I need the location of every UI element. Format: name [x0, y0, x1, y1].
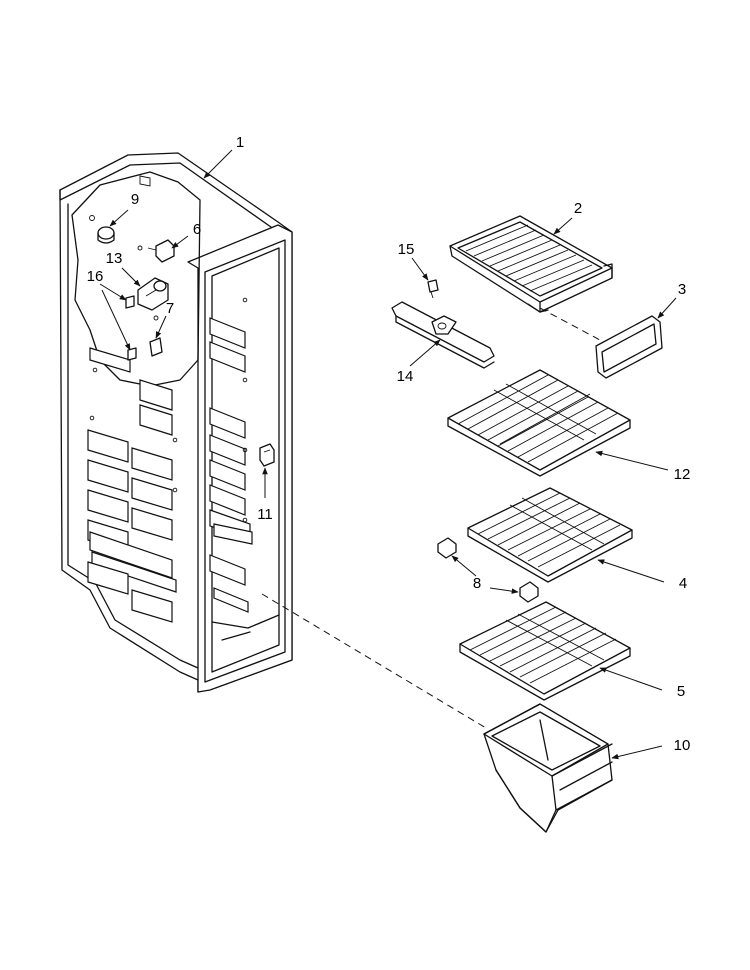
callout-4: 4 [679, 575, 687, 592]
grille-shelf-drawing [449, 215, 613, 313]
assembly-line [261, 593, 487, 729]
shelf-front-drawing [595, 315, 663, 379]
wire-shelf-top-rods [457, 374, 619, 463]
clip-7-drawing [149, 315, 163, 357]
callout-1: 1 [236, 134, 244, 151]
callout-5: 5 [677, 683, 685, 700]
callout-2: 2 [574, 200, 582, 217]
callout-8: 8 [473, 575, 481, 592]
front-assembly-line [539, 307, 601, 341]
screw-15-drawing [427, 279, 439, 299]
bracket-drawing [391, 301, 495, 369]
callout-13: 13 [106, 250, 123, 267]
side-slots [209, 317, 253, 613]
screw-16-drawing [125, 295, 137, 361]
wire-shelf-middle-drawing [467, 487, 633, 583]
callout-15: 15 [398, 241, 415, 258]
callout-12: 12 [674, 466, 691, 483]
switch-drawing [259, 443, 275, 467]
callout-16: 16 [87, 268, 104, 285]
wire-shelf-top-drawing [447, 369, 631, 477]
liner-drawing [59, 152, 293, 693]
wire-shelf-middle-rods [477, 492, 621, 568]
callout-11: 11 [257, 506, 273, 523]
knob-drawing [89, 215, 115, 244]
grille-ribs [465, 224, 593, 292]
wire-shelf-bottom-drawing [459, 601, 631, 701]
bin-drawing [483, 703, 613, 833]
callout-6: 6 [193, 221, 201, 238]
callout-3: 3 [678, 281, 686, 298]
connector-6-drawing [137, 239, 175, 263]
callout-14: 14 [397, 368, 414, 385]
liner-holes [89, 297, 248, 523]
control-drawing [137, 277, 169, 311]
callout-10: 10 [674, 737, 691, 754]
wire-shelf-bottom-rods [469, 606, 617, 684]
leader-lines [99, 149, 677, 760]
back-slots [87, 347, 177, 623]
callout-9: 9 [131, 191, 139, 208]
callout-7: 7 [166, 300, 174, 317]
shelf-stud-drawing [437, 537, 539, 603]
callouts: 1 2 3 4 5 6 7 8 9 10 11 12 13 14 15 16 [87, 134, 691, 754]
